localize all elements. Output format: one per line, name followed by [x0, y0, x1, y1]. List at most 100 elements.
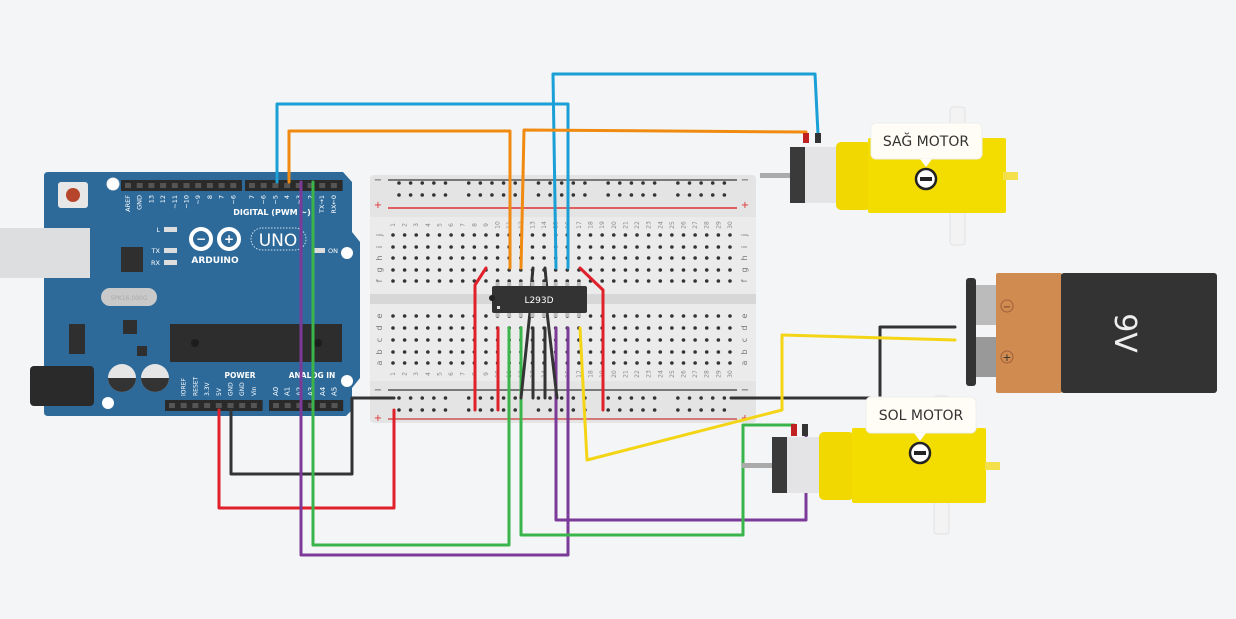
rail-hole[interactable] — [722, 193, 727, 197]
breadboard-hole[interactable] — [449, 361, 453, 365]
breadboard-hole[interactable] — [635, 326, 639, 330]
breadboard-hole[interactable] — [588, 326, 593, 330]
breadboard-hole[interactable] — [611, 256, 616, 260]
breadboard-hole[interactable] — [670, 279, 674, 283]
breadboard-hole[interactable] — [704, 268, 709, 272]
rail-hole[interactable] — [722, 396, 727, 400]
breadboard-hole[interactable] — [728, 326, 732, 330]
rail-hole[interactable] — [466, 193, 471, 197]
breadboard-hole[interactable] — [426, 326, 430, 330]
breadboard-hole[interactable] — [693, 314, 697, 318]
breadboard-hole[interactable] — [611, 314, 616, 318]
breadboard-hole[interactable] — [437, 350, 442, 354]
rail-hole[interactable] — [710, 396, 715, 400]
breadboard-hole[interactable] — [728, 268, 732, 272]
rail-hole[interactable] — [652, 396, 657, 400]
rail-hole[interactable] — [571, 193, 576, 197]
breadboard-hole[interactable] — [635, 245, 639, 249]
breadboard-hole[interactable] — [577, 245, 581, 249]
rail-hole[interactable] — [571, 408, 576, 412]
breadboard-hole[interactable] — [542, 245, 546, 249]
breadboard-hole[interactable] — [402, 268, 407, 272]
header-pin[interactable] — [296, 403, 303, 408]
breadboard-hole[interactable] — [670, 256, 674, 260]
rail-hole[interactable] — [397, 408, 401, 412]
rail-hole[interactable] — [583, 181, 587, 185]
rail-hole[interactable] — [629, 181, 634, 185]
rail-hole[interactable] — [490, 396, 494, 400]
rail-hole[interactable] — [408, 193, 413, 197]
breadboard-hole[interactable] — [600, 233, 604, 237]
breadboard-hole[interactable] — [495, 268, 500, 272]
rail-hole[interactable] — [722, 408, 727, 412]
breadboard-hole[interactable] — [426, 233, 430, 237]
breadboard-hole[interactable] — [681, 268, 686, 272]
breadboard-hole[interactable] — [577, 361, 581, 365]
rail-hole[interactable] — [617, 193, 622, 197]
battery-9v[interactable]: − + 9V — [966, 273, 1217, 393]
rail-hole[interactable] — [501, 193, 506, 197]
rail-hole[interactable] — [559, 181, 564, 185]
breadboard-hole[interactable] — [670, 338, 674, 342]
rail-hole[interactable] — [559, 193, 564, 197]
breadboard-hole[interactable] — [704, 279, 709, 283]
breadboard-hole[interactable] — [437, 256, 442, 260]
rail-hole[interactable] — [490, 193, 494, 197]
rail-hole[interactable] — [571, 181, 576, 185]
breadboard-hole[interactable] — [600, 268, 604, 272]
header-pin[interactable] — [260, 183, 267, 188]
breadboard-hole[interactable] — [646, 338, 651, 342]
breadboard-hole[interactable] — [577, 233, 581, 237]
header-pin[interactable] — [206, 183, 213, 188]
header-pin[interactable] — [239, 403, 246, 408]
breadboard-hole[interactable] — [402, 233, 407, 237]
rail-hole[interactable] — [548, 181, 552, 185]
header-pin[interactable] — [308, 403, 315, 408]
header-pin[interactable] — [250, 403, 257, 408]
breadboard-hole[interactable] — [670, 268, 674, 272]
breadboard-hole[interactable] — [391, 268, 395, 272]
breadboard-hole[interactable] — [565, 279, 570, 283]
breadboard-hole[interactable] — [728, 279, 732, 283]
breadboard-hole[interactable] — [402, 279, 407, 283]
rail-hole[interactable] — [432, 193, 436, 197]
rail-hole[interactable] — [699, 193, 703, 197]
header-pin[interactable] — [319, 183, 326, 188]
breadboard-hole[interactable] — [681, 279, 686, 283]
breadboard-hole[interactable] — [402, 256, 407, 260]
rail-hole[interactable] — [583, 193, 587, 197]
breadboard-hole[interactable] — [681, 338, 686, 342]
header-pin[interactable] — [227, 403, 234, 408]
header-pin[interactable] — [295, 183, 302, 188]
breadboard-hole[interactable] — [542, 256, 546, 260]
breadboard-hole[interactable] — [402, 314, 407, 318]
breadboard-hole[interactable] — [472, 245, 477, 249]
breadboard-hole[interactable] — [623, 350, 628, 354]
breadboard-hole[interactable] — [681, 361, 686, 365]
wire-vcc-left[interactable] — [473, 266, 488, 412]
rail-hole[interactable] — [443, 408, 448, 412]
breadboard-hole[interactable] — [588, 350, 593, 354]
breadboard-hole[interactable] — [588, 338, 593, 342]
breadboard-hole[interactable] — [704, 361, 709, 365]
breadboard-hole[interactable] — [681, 350, 686, 354]
rail-hole[interactable] — [420, 396, 425, 400]
breadboard-hole[interactable] — [658, 314, 663, 318]
breadboard-hole[interactable] — [402, 361, 407, 365]
rail-hole[interactable] — [420, 181, 425, 185]
breadboard-hole[interactable] — [449, 256, 453, 260]
rail-hole[interactable] — [699, 181, 703, 185]
breadboard-hole[interactable] — [460, 361, 465, 365]
breadboard-hole[interactable] — [646, 256, 651, 260]
breadboard-hole[interactable] — [460, 326, 465, 330]
rail-hole[interactable] — [501, 408, 506, 412]
breadboard-hole[interactable] — [635, 338, 639, 342]
breadboard-hole[interactable] — [611, 279, 616, 283]
breadboard-hole[interactable] — [426, 256, 430, 260]
breadboard-hole[interactable] — [728, 233, 732, 237]
breadboard-hole[interactable] — [588, 314, 593, 318]
breadboard-hole[interactable] — [646, 233, 651, 237]
breadboard-hole[interactable] — [658, 361, 663, 365]
breadboard-hole[interactable] — [728, 256, 732, 260]
breadboard-hole[interactable] — [693, 326, 697, 330]
